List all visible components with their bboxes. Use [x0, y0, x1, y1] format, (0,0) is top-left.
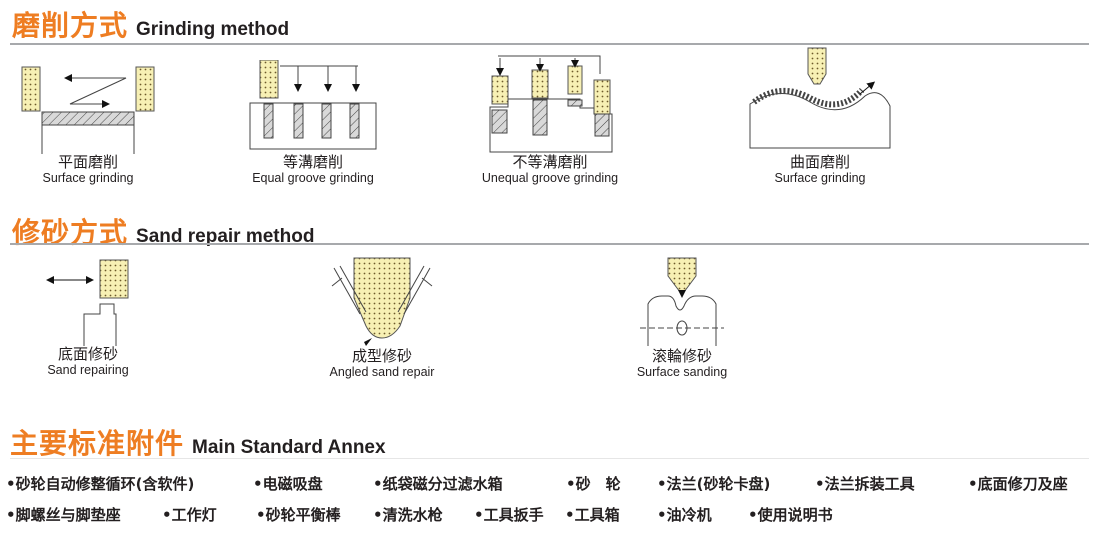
annex-item: •清洗水枪	[373, 506, 443, 524]
caption-en: Surface grinding	[42, 171, 134, 185]
angled-sand-repair-diagram	[331, 257, 433, 346]
caption-zh: 滚輪修砂	[651, 347, 712, 365]
sand-repair-header: 修砂方式 Sand repair method	[12, 211, 314, 251]
unequal-groove-diagram	[489, 55, 613, 153]
caption-zh: 不等溝磨削	[512, 153, 588, 171]
annex-item: •底面修刀及座	[968, 475, 1068, 493]
caption-zh: 平面磨削	[57, 153, 118, 171]
caption-en: Equal groove grinding	[252, 171, 374, 185]
figure-surface-sanding: 滚輪修砂 Surface sanding	[622, 256, 742, 379]
annex-item: •砂轮自动修整循环(含软件)	[6, 475, 195, 493]
figure-surface-grinding: 平面磨削 Surface grinding	[18, 62, 158, 185]
caption-zh: 等溝磨削	[282, 153, 343, 171]
divider	[10, 43, 1089, 45]
divider	[10, 458, 1089, 459]
section-title-zh: 修砂方式	[12, 216, 129, 249]
caption-en: Sand repairing	[47, 363, 129, 377]
annex-item: •工具扳手	[474, 506, 544, 524]
annex-item: •工具箱	[565, 506, 620, 524]
caption-en: Surface sanding	[636, 365, 728, 379]
annex-item: •法兰拆装工具	[815, 475, 915, 493]
caption-zh: 成型修砂	[351, 347, 412, 365]
surface-grinding-diagram	[21, 66, 155, 154]
annex-item: •电磁吸盘	[253, 475, 323, 493]
figure-equal-groove: 等溝磨削 Equal groove grinding	[238, 60, 388, 185]
annex-item: •使用说明书	[748, 506, 833, 524]
section-title-zh: 磨削方式	[12, 9, 129, 42]
section-title-en: Sand repair method	[136, 226, 315, 247]
caption-zh: 曲面磨削	[789, 153, 850, 171]
annex-item: •工作灯	[162, 506, 217, 524]
figure-angled-sand-repair: 成型修砂 Angled sand repair	[312, 256, 452, 379]
divider	[10, 243, 1089, 245]
annex-item: •砂 轮	[566, 475, 621, 493]
sand-repairing-diagram	[46, 259, 129, 346]
section-title-zh: 主要标准附件	[10, 427, 185, 460]
figure-sand-repairing: 底面修砂 Sand repairing	[28, 258, 148, 377]
section-title-en: Main Standard Annex	[192, 437, 386, 458]
equal-groove-diagram	[249, 60, 377, 150]
figure-curved-surface: 曲面磨削 Surface grinding	[740, 46, 900, 185]
grinding-method-header: 磨削方式 Grinding method	[12, 4, 289, 44]
curved-surface-diagram	[749, 47, 891, 149]
caption-zh: 底面修砂	[57, 345, 118, 363]
surface-sanding-diagram	[640, 257, 724, 346]
annex-item: •油冷机	[657, 506, 712, 524]
caption-en: Unequal groove grinding	[481, 171, 619, 185]
annex-item: •脚螺丝与脚垫座	[6, 506, 121, 524]
annex-item: •砂轮平衡棒	[256, 506, 341, 524]
caption-en: Surface grinding	[774, 171, 866, 185]
caption-en: Angled sand repair	[329, 365, 435, 379]
section-title-en: Grinding method	[136, 19, 290, 40]
annex-item: •法兰(砂轮卡盘)	[657, 475, 771, 493]
annex-header: 主要标准附件 Main Standard Annex	[10, 422, 386, 462]
figure-unequal-groove: 不等溝磨削 Unequal groove grinding	[470, 54, 630, 185]
annex-item: •纸袋磁分过滤水箱	[373, 475, 503, 493]
